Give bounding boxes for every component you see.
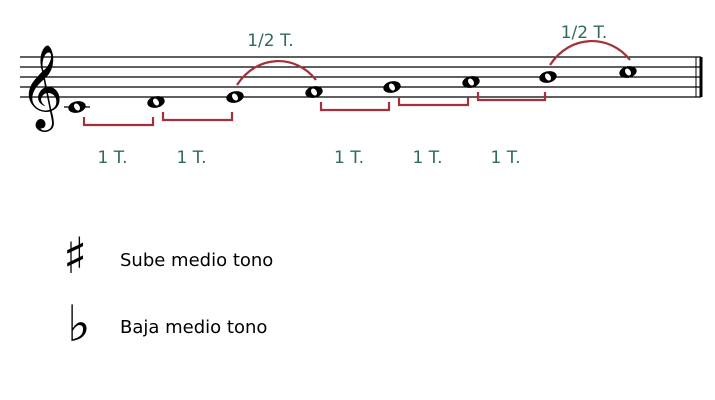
whole-tone-label: 1 T. [177,148,207,168]
whole-note [64,101,90,113]
whole-tone-bracket [397,97,470,107]
note-head-hollow [74,103,80,111]
note-head-hollow [468,78,474,86]
notes-layer [64,66,637,113]
half-tone-label: 1/2 T. [247,31,294,51]
whole-tone-label: 1 T. [491,148,521,168]
whole-note [305,86,323,98]
whole-note [462,76,480,88]
whole-tone-bracket [161,112,234,122]
sharp-icon: ♯ [63,227,88,285]
note-head-hollow [153,98,159,106]
whole-note [383,81,401,93]
half-tone-arc [549,40,631,66]
flat-icon: ♭ [67,295,91,353]
half-tone-label: 1/2 T. [561,23,608,43]
half-tone-arc [236,60,317,86]
note-head-hollow [311,88,317,96]
end-barline [695,57,703,97]
note-head-hollow [389,83,395,91]
sharp-description: Sube medio tono [120,250,274,271]
whole-tone-label: 1 T. [334,148,364,168]
note-head-hollow [625,68,631,76]
staff-lines [20,56,701,98]
treble-clef-icon: 𝄞 [20,44,63,132]
whole-tone-bracket [319,102,391,112]
whole-note [147,96,165,108]
note-head-hollow [232,93,238,101]
note-head-hollow [545,73,551,81]
whole-tone-label: 1 T. [413,148,443,168]
whole-note [226,91,244,103]
flat-description: Baja medio tono [120,317,268,338]
intervals-layer: 1 T. 1 T. 1/2 T. 1 T. 1 T. 1 T. 1/2 T. [82,23,631,168]
whole-tone-bracket [82,117,155,127]
whole-tone-bracket [476,92,547,102]
whole-note [619,66,637,78]
whole-note [539,71,557,83]
whole-tone-label: 1 T. [98,148,128,168]
